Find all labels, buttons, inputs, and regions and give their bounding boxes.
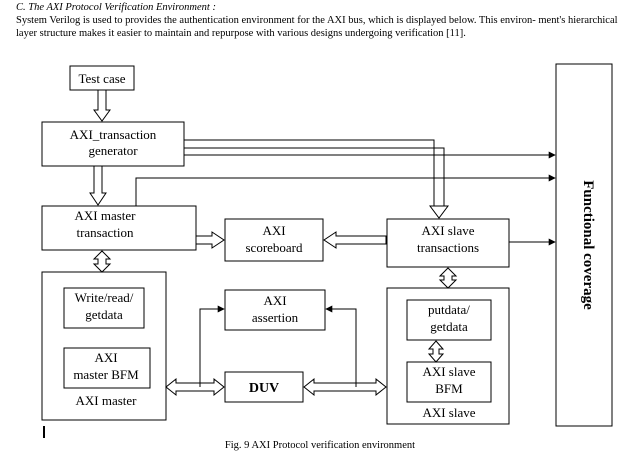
- master-transaction-label-2: transaction: [76, 225, 134, 240]
- generator-label-1: AXI_transaction: [70, 127, 157, 142]
- master-bfm-box: [63, 347, 151, 389]
- slave-bfm-label-1: AXI slave: [422, 364, 475, 379]
- putdata-getdata-label-2: getdata: [430, 319, 468, 334]
- arrow-right-to-assertion: [325, 305, 357, 387]
- arrow-master-transaction-axi-master: [92, 250, 112, 273]
- functional-coverage-label: Functional coverage: [580, 180, 596, 310]
- generator-label-2: generator: [88, 143, 138, 158]
- line-generator-slave-b: [184, 147, 445, 206]
- scoreboard-label-2: scoreboard: [245, 240, 303, 255]
- slave-transactions-box: [386, 218, 510, 268]
- arrow-slave-transactions-axi-slave: [438, 267, 458, 289]
- arrow-master-bfm-duv: [165, 377, 225, 397]
- axi-master-label: AXI master: [75, 393, 137, 408]
- putdata-getdata-label-1: putdata/: [428, 302, 470, 317]
- arrow-left-to-assertion: [199, 305, 225, 387]
- duv-label: DUV: [249, 381, 279, 396]
- arrow-master-coverage: [135, 174, 556, 206]
- section-intro: System Verilog is used to provides the a…: [16, 15, 618, 39]
- test-case-label: Test case: [78, 71, 125, 86]
- arrow-putdata-slave-bfm: [427, 340, 445, 363]
- functional-coverage-box: [555, 63, 613, 427]
- slave-bfm-box: [406, 361, 492, 403]
- arrow-generator-slave-head: [429, 205, 449, 219]
- assertion-box: [224, 289, 326, 331]
- master-transaction-box: [41, 205, 197, 251]
- master-transaction-label-1: AXI master: [74, 208, 136, 223]
- write-read-getdata-label-1: Write/read/: [75, 290, 134, 305]
- write-read-getdata-box: [63, 287, 145, 329]
- assertion-label-1: AXI: [263, 293, 286, 308]
- arrow-testcase-generator: [93, 89, 111, 122]
- assertion-label-2: assertion: [252, 310, 299, 325]
- duv-box: [224, 371, 304, 403]
- arrow-slave-scoreboard: [323, 231, 387, 249]
- generator-box: [41, 121, 185, 167]
- arrow-master-scoreboard: [195, 231, 225, 249]
- figure-caption: Fig. 9 AXI Protocol verification environ…: [224, 440, 416, 451]
- master-bfm-label-2: master BFM: [73, 367, 139, 382]
- arrow-generator-master: [89, 165, 107, 206]
- scoreboard-label-1: AXI: [262, 223, 285, 238]
- write-read-getdata-label-2: getdata: [85, 307, 123, 322]
- scoreboard-box: [224, 218, 324, 262]
- section-heading: C. The AXI Protocol Verification Environ…: [16, 2, 216, 13]
- master-bfm-label-1: AXI: [94, 350, 117, 365]
- line-generator-slave-a: [184, 139, 435, 206]
- arrow-duv-slave-bfm: [303, 377, 387, 397]
- axi-master-container: [41, 271, 167, 421]
- slave-transactions-label-1: AXI slave: [421, 223, 474, 238]
- putdata-getdata-box: [406, 299, 492, 341]
- axi-slave-label: AXI slave: [422, 405, 475, 420]
- slave-bfm-label-2: BFM: [435, 381, 463, 396]
- slave-transactions-label-2: transactions: [417, 240, 479, 255]
